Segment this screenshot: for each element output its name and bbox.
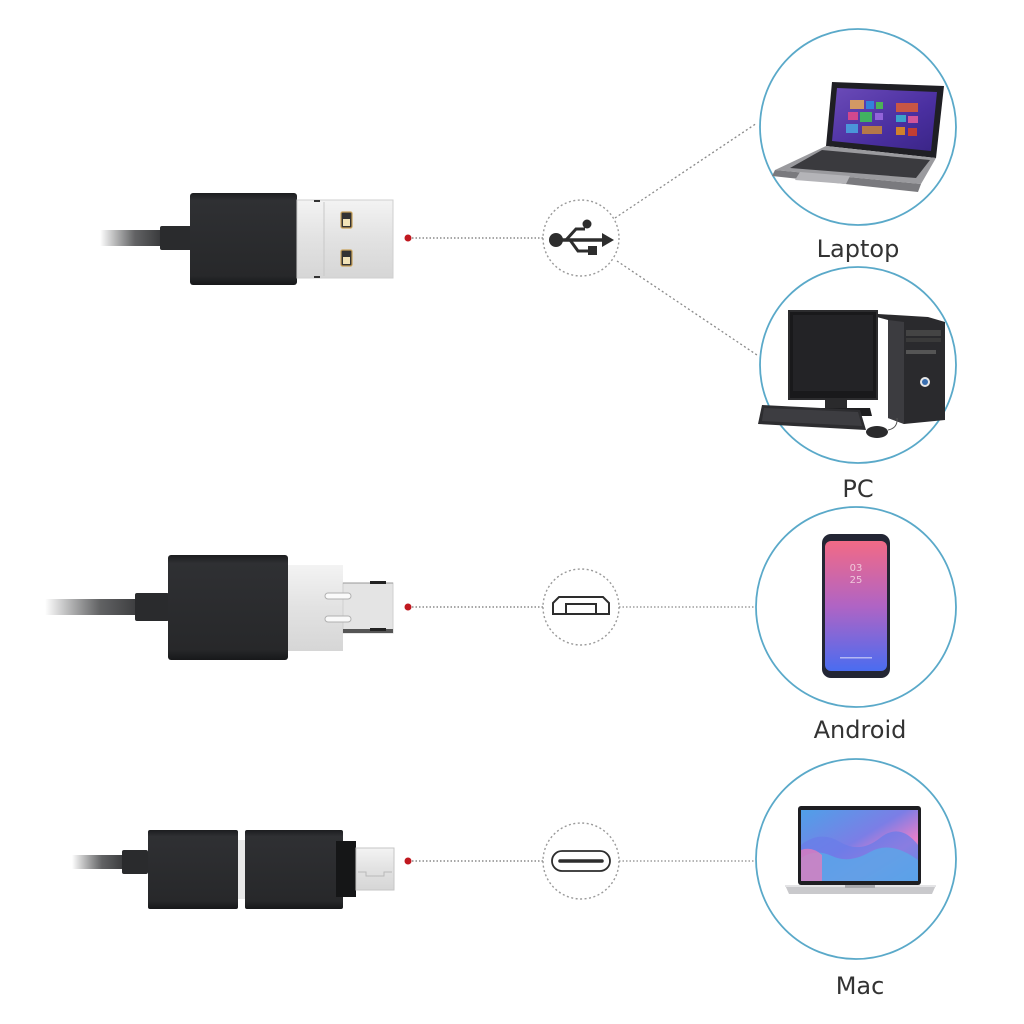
usb-icon — [542, 199, 620, 277]
usb-c-port-icon — [542, 822, 620, 900]
android-device-image: 03 25 — [755, 506, 957, 708]
usb-c-adapter-connector — [72, 830, 395, 909]
dotted-line-to-pc — [616, 260, 758, 356]
device-label-laptop: Laptop — [817, 235, 900, 263]
phone-clock-hours: 03 — [850, 563, 863, 574]
device-label-mac: Mac — [836, 972, 885, 1000]
phone-clock-minutes: 25 — [850, 575, 863, 586]
mac-device-image — [755, 758, 957, 960]
pc-device-image — [758, 266, 957, 464]
dotted-line-to-laptop — [614, 122, 758, 219]
connection-dot — [404, 857, 412, 865]
device-label-android: Android — [814, 716, 907, 744]
connection-dot — [404, 234, 412, 242]
micro-usb-port-icon — [542, 568, 620, 646]
usb-a-connector — [100, 193, 394, 285]
device-label-pc: PC — [842, 475, 873, 503]
micro-usb-connector — [45, 555, 394, 660]
laptop-device-image — [759, 28, 957, 226]
connection-dot — [404, 603, 412, 611]
